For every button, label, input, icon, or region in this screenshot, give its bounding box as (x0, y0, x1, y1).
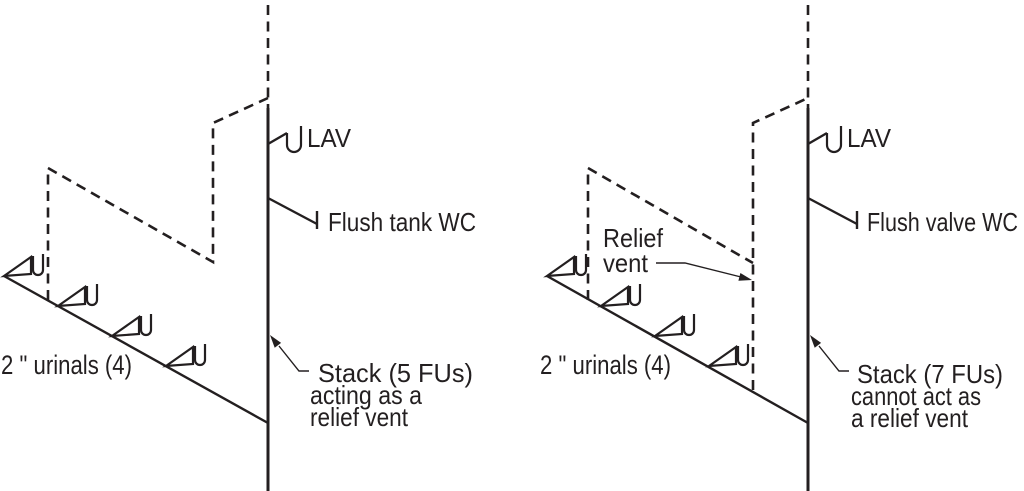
urinal-drain-line (546, 274, 809, 425)
wc-label: Flush valve WC (867, 207, 1018, 237)
relief-vent-label-line-1: Relief (603, 223, 664, 253)
urinals-label: 2 " urinals (4) (540, 350, 671, 380)
vent-dashed-path (586, 165, 754, 300)
relief-vent-label-line-2: vent (603, 248, 649, 278)
right-diagram: LAV Flush valve WC Relief vent 2 " urina… (540, 5, 1018, 491)
urinal-trap-icon (599, 282, 642, 308)
arrowhead-icon (810, 335, 822, 348)
urinal-trap-icon (707, 342, 750, 368)
stack-note-line-3: relief vent (310, 402, 409, 432)
urinal-trap-icon (545, 252, 588, 278)
vent-dashed-path (46, 96, 269, 300)
arrowhead-icon (270, 335, 282, 348)
lav-label: LAV (847, 123, 892, 153)
stack-note-line-3: a relief vent (851, 403, 969, 433)
lav-branch-line (267, 131, 288, 146)
stack-note-leader-line (278, 345, 309, 372)
stack-note-line-1: Stack (5 FUs) (318, 358, 473, 388)
wc-label: Flush tank WC (328, 207, 476, 237)
wc-branch-line (807, 196, 858, 226)
urinal-trap-icon (2, 252, 45, 278)
urinal-trap-icon (653, 312, 696, 338)
stack-note-leader-line (818, 345, 849, 372)
arrowhead-icon (738, 273, 752, 281)
stack-note-line-1: Stack (7 FUs) (857, 359, 1003, 389)
stack-note-line-2: cannot act as (851, 381, 981, 411)
lav-trap-icon (825, 126, 843, 154)
urinal-trap-icon (56, 282, 99, 308)
urinal-trap-icon (164, 342, 207, 368)
lav-trap-icon (285, 126, 303, 154)
urinal-trap-icon (110, 312, 153, 338)
lav-label: LAV (307, 123, 352, 153)
relief-vent-leader-line (656, 262, 742, 278)
relief-vent-dashed-line (751, 96, 809, 390)
urinal-drain-line (3, 274, 269, 425)
wc-branch-line (267, 196, 318, 226)
urinals-label: 2 " urinals (4) (1, 350, 132, 380)
left-diagram: LAV Flush tank WC 2 " urinals (4) Stack … (1, 5, 476, 491)
stack-note-line-2: acting as a (310, 380, 422, 410)
lav-branch-line (807, 131, 828, 146)
